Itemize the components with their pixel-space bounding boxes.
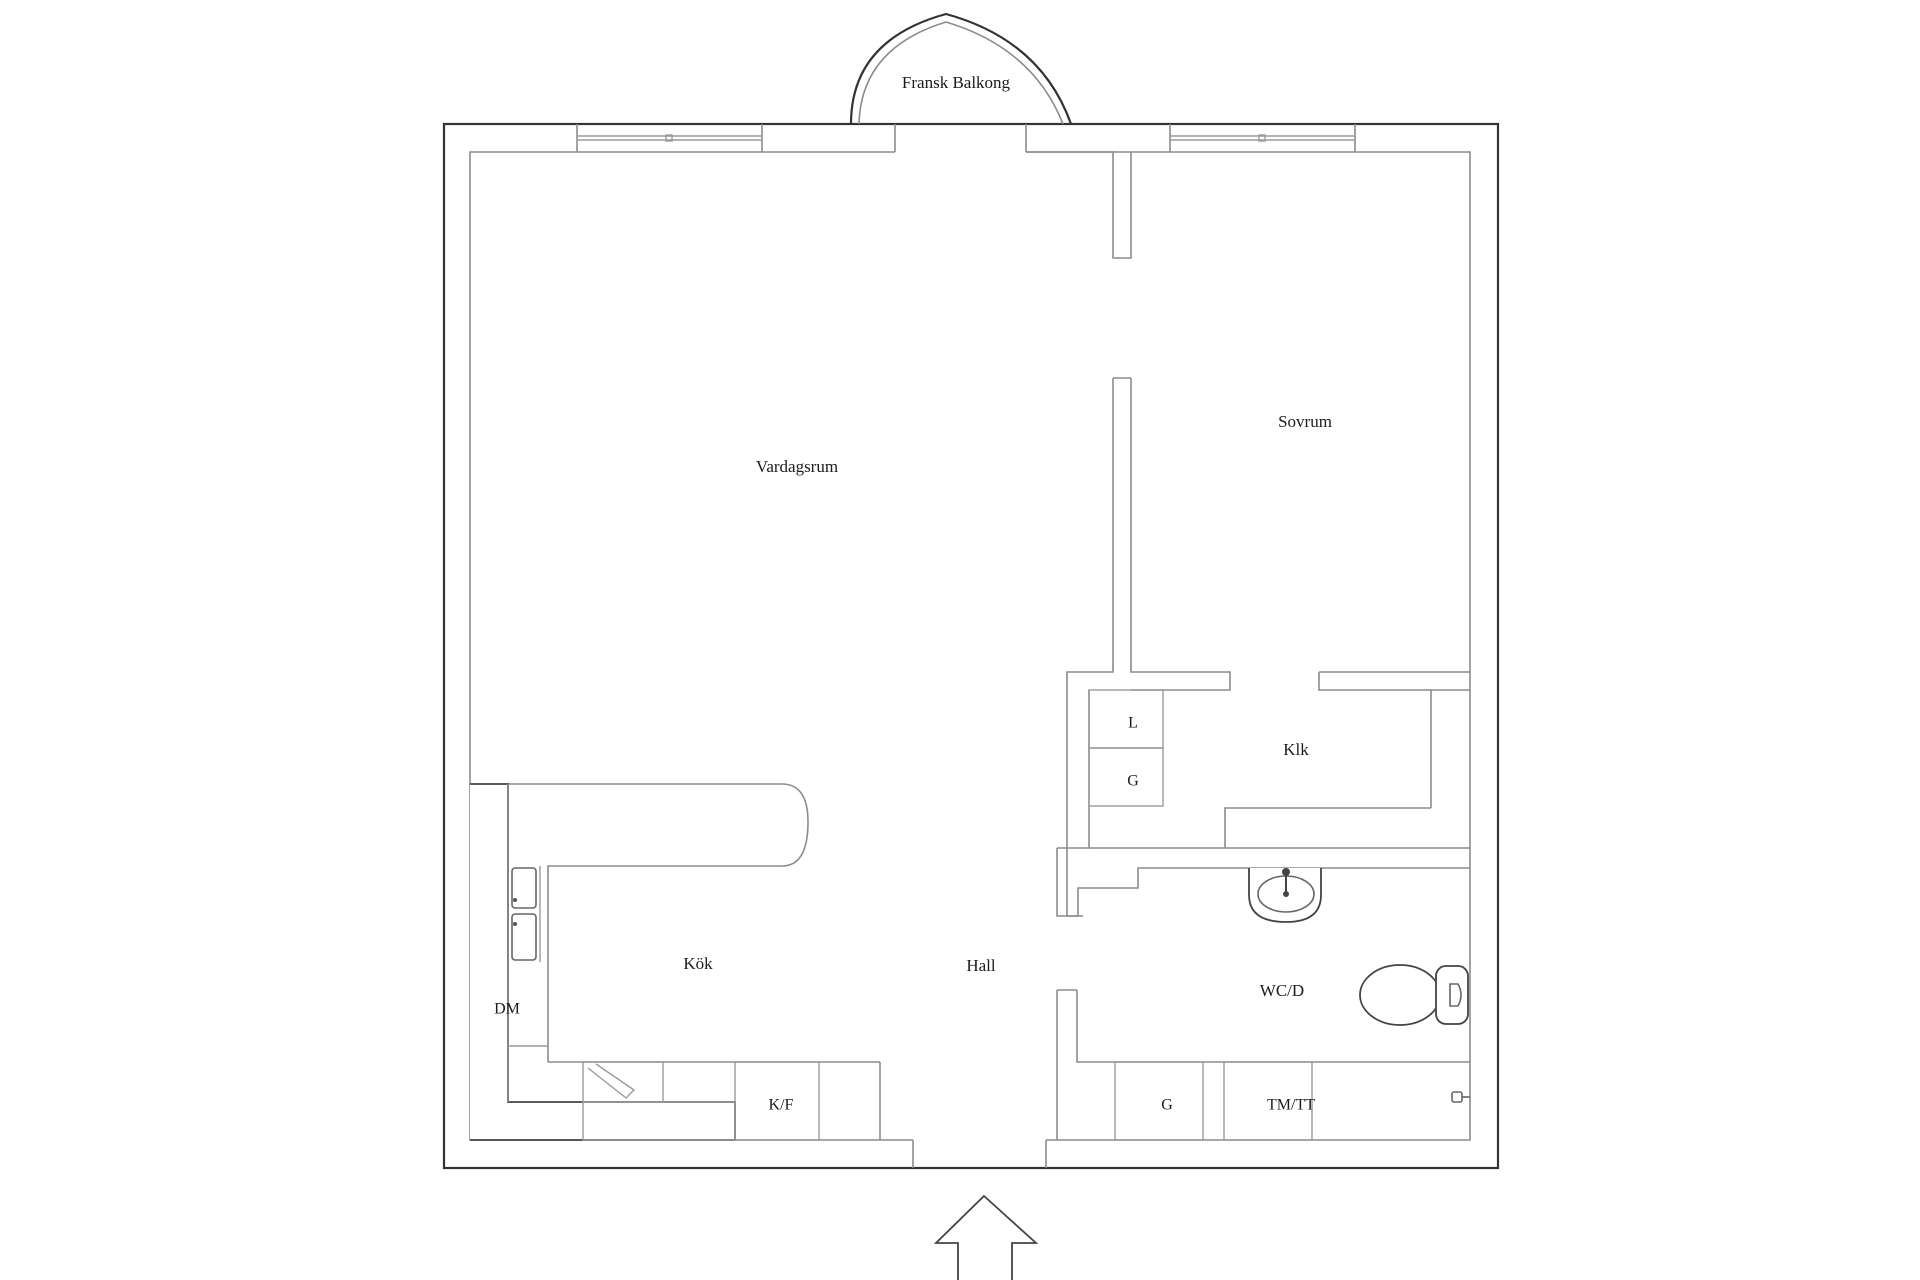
outer-walls	[442, 122, 1500, 1170]
appliance-label-fridge-freezer: K/F	[769, 1097, 794, 1114]
appliance-label-dishwasher: DM	[494, 1001, 520, 1018]
room-label-living-room: Vardagsrum	[756, 457, 838, 476]
interior-walls	[548, 151, 1470, 1141]
room-label-walk-in: Klk	[1283, 740, 1309, 759]
room-label-bathroom: WC/D	[1260, 981, 1304, 1000]
room-label-kitchen: Kök	[683, 954, 713, 973]
closet-label-g-lower: G	[1161, 1097, 1173, 1114]
room-label-balcony: Fransk Balkong	[902, 73, 1011, 92]
room-label-hall: Hall	[966, 956, 996, 975]
arrow-up-icon	[933, 1194, 1039, 1280]
closet-label-g-upper: G	[1127, 773, 1139, 790]
closet-label-l: L	[1128, 715, 1138, 732]
room-label-bedroom: Sovrum	[1278, 412, 1332, 431]
appliance-label-laundry: TM/TT	[1267, 1097, 1315, 1114]
kitchen-counters	[470, 783, 820, 1141]
bathroom-fixtures	[1248, 868, 1470, 1103]
french-balcony: Fransk Balkong	[849, 12, 1073, 125]
room-labels: Vardagsrum Sovrum L G Klk Kök Hall DM K/…	[494, 412, 1332, 1114]
